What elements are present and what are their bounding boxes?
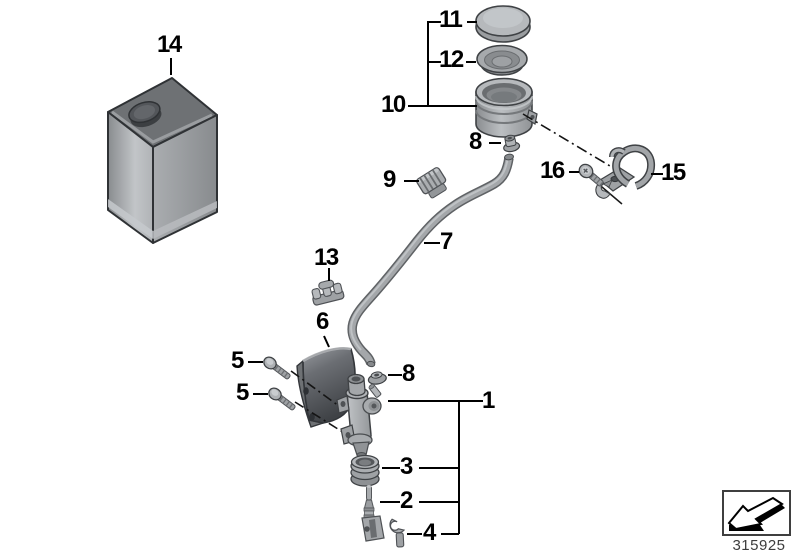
reservoir-body: [475, 77, 538, 138]
grommet-8-bottom: [367, 371, 387, 385]
callout-6: 6: [316, 308, 329, 335]
callout-11: 11: [439, 6, 463, 33]
callout-13: 13: [314, 244, 339, 271]
hose-clip: [311, 279, 345, 306]
can-cap: [128, 101, 162, 128]
callout-15: 15: [661, 159, 686, 186]
callout-10: 10: [381, 91, 406, 118]
callout-9: 9: [383, 166, 396, 193]
screw-5b: [268, 387, 296, 411]
page-arrow-icon: [727, 496, 785, 531]
callout-1: 1: [482, 387, 495, 414]
callout-14: 14: [157, 31, 182, 58]
callout-2: 2: [400, 487, 413, 514]
callout-8-top: 8: [469, 128, 482, 155]
callout-3: 3: [400, 453, 413, 480]
reservoir-cap: [475, 5, 531, 43]
callout-5b: 5: [236, 379, 249, 406]
diagram-part-number: 315925: [732, 537, 786, 554]
alignment-line-reservoir: [522, 113, 611, 167]
holder-bracket: [595, 144, 656, 199]
callout-12: 12: [439, 46, 464, 73]
screw-5a: [263, 356, 291, 380]
fitting-8-top: [503, 134, 521, 153]
callout-4: 4: [423, 519, 436, 546]
hose-clamp: [416, 167, 447, 199]
callout-7: 7: [440, 228, 453, 255]
master-cylinder: [336, 373, 382, 459]
screw-16: [578, 163, 604, 187]
boot-seal: [350, 454, 380, 487]
brake-fluid-can: [107, 77, 218, 244]
callout-5a: 5: [231, 347, 244, 374]
hose: [347, 153, 514, 368]
retaining-clip: [389, 518, 406, 548]
callout-16: 16: [540, 157, 565, 184]
page-logo-box: [722, 490, 791, 536]
push-rod: [361, 485, 385, 542]
reservoir-diaphragm: [476, 44, 528, 76]
callout-lines: [170, 21, 663, 535]
callout-8-bottom: 8: [402, 360, 415, 387]
shield-bracket: [296, 347, 356, 428]
